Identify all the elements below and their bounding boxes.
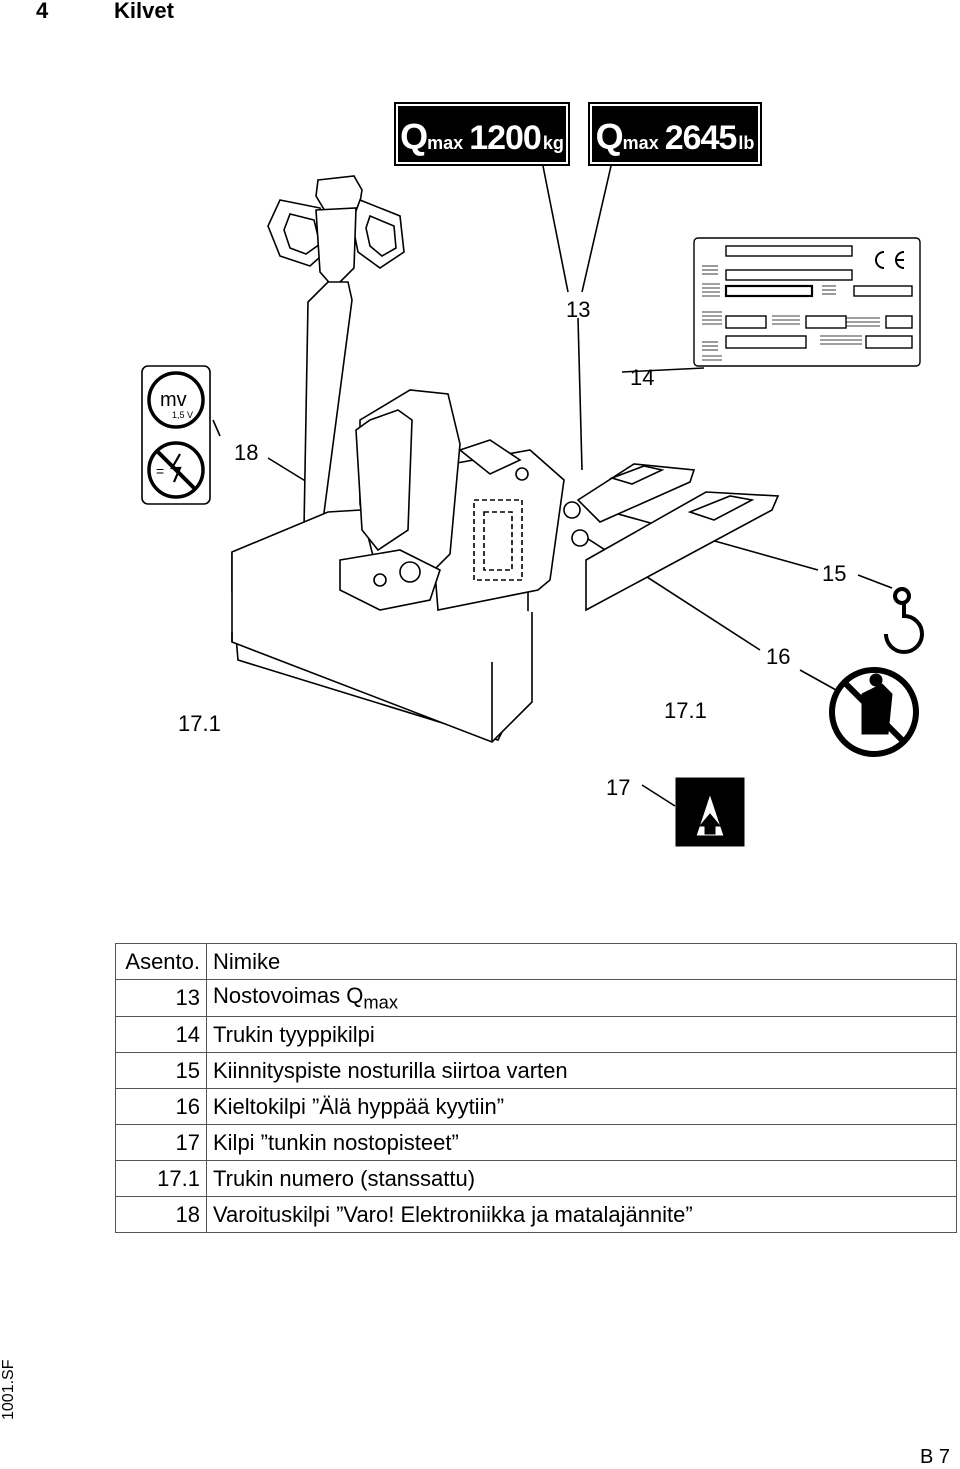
- callout-17-1-right: 17.1: [664, 698, 707, 723]
- callout-13: 13: [566, 297, 590, 322]
- callout-14: 14: [630, 365, 654, 390]
- callout-17-1-left: 17.1: [178, 711, 221, 736]
- legend-header-pos: Asento.: [115, 943, 207, 980]
- callout-16: 16: [766, 644, 790, 669]
- table-row: 15 Kiinnityspiste nosturilla siirtoa var…: [115, 1052, 957, 1090]
- table-row: 17.1 Trukin numero (stanssattu): [115, 1160, 957, 1198]
- table-row: 13 Nostovoimas Qmax: [115, 978, 957, 1018]
- pallet-truck-illustration: =: [141, 165, 924, 847]
- no-riding-sign: [829, 667, 919, 757]
- svg-text:=: =: [156, 463, 164, 479]
- callout-17: 17: [606, 775, 630, 800]
- page-number: B 7: [920, 1446, 951, 1468]
- table-row: 14 Trukin tyyppikilpi: [115, 1016, 957, 1054]
- legend-table: Asento. Nimike 13 Nostovoimas Qmax 14 Tr…: [115, 943, 957, 1234]
- type-plate: [693, 237, 921, 367]
- legend-header-row: Asento. Nimike: [115, 943, 957, 980]
- table-row: 17 Kilpi ”tunkin nostopisteet”: [115, 1124, 957, 1162]
- chapter-number: 4: [36, 0, 49, 23]
- callout-18: 18: [234, 440, 258, 465]
- truck-body: [231, 389, 589, 743]
- forks: [576, 463, 780, 612]
- warning-voltage-text: 1,5 V: [172, 410, 193, 420]
- warning-mv-text: mv: [160, 389, 187, 411]
- table-row: 18 Varoituskilpi ”Varo! Elektroniikka ja…: [115, 1196, 957, 1234]
- chapter-title: Kilvet: [114, 0, 174, 23]
- document-code: 1001.SF: [0, 1359, 17, 1420]
- table-row: 16 Kieltokilpi ”Älä hyppää kyytiin”: [115, 1088, 957, 1126]
- callout-15: 15: [822, 561, 846, 586]
- warning-sign-electronics: =: [141, 365, 211, 505]
- lifting-hook-symbol: [884, 587, 924, 654]
- jack-point-sign: [675, 777, 745, 847]
- legend-header-name: Nimike: [206, 943, 957, 980]
